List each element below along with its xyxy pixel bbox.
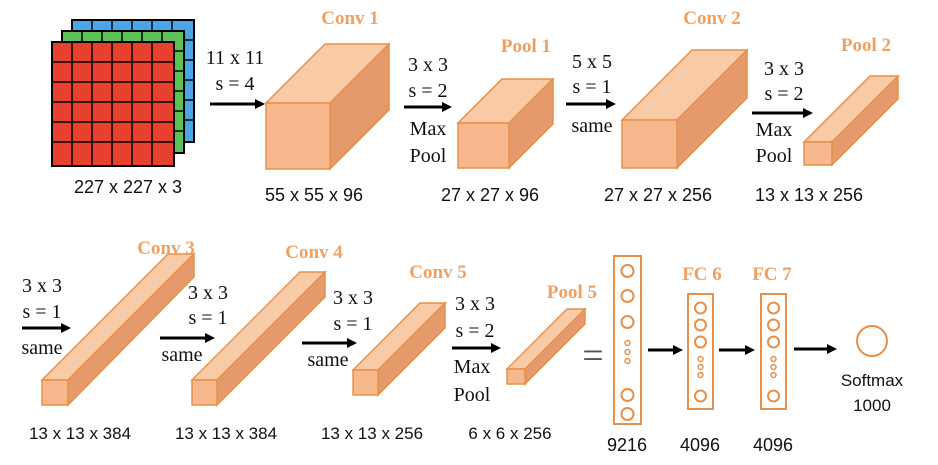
op3-type: same xyxy=(571,115,612,137)
fc6-size: 4096 xyxy=(680,435,720,455)
op2-kernel: 3 x 3 xyxy=(408,54,448,76)
conv5-dims: 13 x 13 x 256 xyxy=(321,424,423,443)
op2-type-line1: Max xyxy=(410,118,447,140)
pool1-dims: 27 x 27 x 96 xyxy=(441,185,539,205)
conv2-dims: 27 x 27 x 256 xyxy=(604,185,712,205)
op2-type-line2: Pool xyxy=(410,145,447,167)
op7-kernel: 3 x 3 xyxy=(333,287,373,309)
conv1-dims: 55 x 55 x 96 xyxy=(265,185,363,205)
conv1-title: Conv 1 xyxy=(321,8,379,29)
softmax-label: Softmax xyxy=(841,371,904,390)
conv1-block xyxy=(264,42,391,171)
op7-type: same xyxy=(307,349,348,371)
op4-kernel: 3 x 3 xyxy=(764,58,804,80)
input-image-stack xyxy=(51,19,195,167)
conv5-title: Conv 5 xyxy=(409,262,467,283)
flatten-vector xyxy=(613,255,642,425)
fc6-title: FC 6 xyxy=(682,264,722,285)
op8-type-line1: Max xyxy=(454,356,491,378)
conv3-title: Conv 3 xyxy=(137,238,195,259)
softmax-size: 1000 xyxy=(853,396,891,415)
softmax-node xyxy=(856,325,888,357)
flatten-size: 9216 xyxy=(607,435,647,455)
fc7-vector xyxy=(760,293,787,410)
op8-type-line2: Pool xyxy=(454,384,491,406)
op4-type-line1: Max xyxy=(756,119,793,141)
op4-type-line2: Pool xyxy=(756,145,793,167)
op4-stride: s = 2 xyxy=(764,83,803,105)
fc7-title: FC 7 xyxy=(752,264,792,285)
op1-kernel: 11 x 11 xyxy=(206,47,265,69)
op7-stride: s = 1 xyxy=(333,313,372,335)
pool5-title: Pool 5 xyxy=(547,282,597,303)
equals-sign: = xyxy=(582,335,603,377)
conv3-dims: 13 x 13 x 384 xyxy=(29,424,131,443)
op8-kernel: 3 x 3 xyxy=(455,293,495,315)
op3-kernel: 5 x 5 xyxy=(572,51,612,73)
pool1-title: Pool 1 xyxy=(501,36,551,57)
pool2-block xyxy=(802,74,900,167)
op3-stride: s = 1 xyxy=(572,76,611,98)
op5-type: same xyxy=(21,337,62,359)
pool5-dims: 6 x 6 x 256 xyxy=(468,424,551,443)
conv2-block xyxy=(620,48,749,170)
conv4-block xyxy=(190,270,327,407)
fc7-size: 4096 xyxy=(753,435,793,455)
op6-stride: s = 1 xyxy=(188,307,227,329)
conv4-dims: 13 x 13 x 384 xyxy=(175,424,277,443)
pool1-block xyxy=(456,77,555,170)
pool5-block xyxy=(505,307,587,386)
conv4-title: Conv 4 xyxy=(285,242,343,263)
op5-kernel: 3 x 3 xyxy=(22,275,62,297)
input-red-channel xyxy=(51,41,175,167)
op6-kernel: 3 x 3 xyxy=(188,282,228,304)
pool2-dims: 13 x 13 x 256 xyxy=(755,185,863,205)
op5-stride: s = 1 xyxy=(22,301,61,323)
conv5-block xyxy=(351,301,447,397)
op8-stride: s = 2 xyxy=(455,320,494,342)
op6-type: same xyxy=(161,344,202,366)
op2-stride: s = 2 xyxy=(408,80,447,102)
pool2-title: Pool 2 xyxy=(841,35,891,56)
conv2-title: Conv 2 xyxy=(683,8,741,29)
conv3-block xyxy=(40,252,196,407)
input-dims: 227 x 227 x 3 xyxy=(74,177,182,197)
op1-stride: s = 4 xyxy=(215,73,254,95)
fc6-vector xyxy=(687,293,714,410)
